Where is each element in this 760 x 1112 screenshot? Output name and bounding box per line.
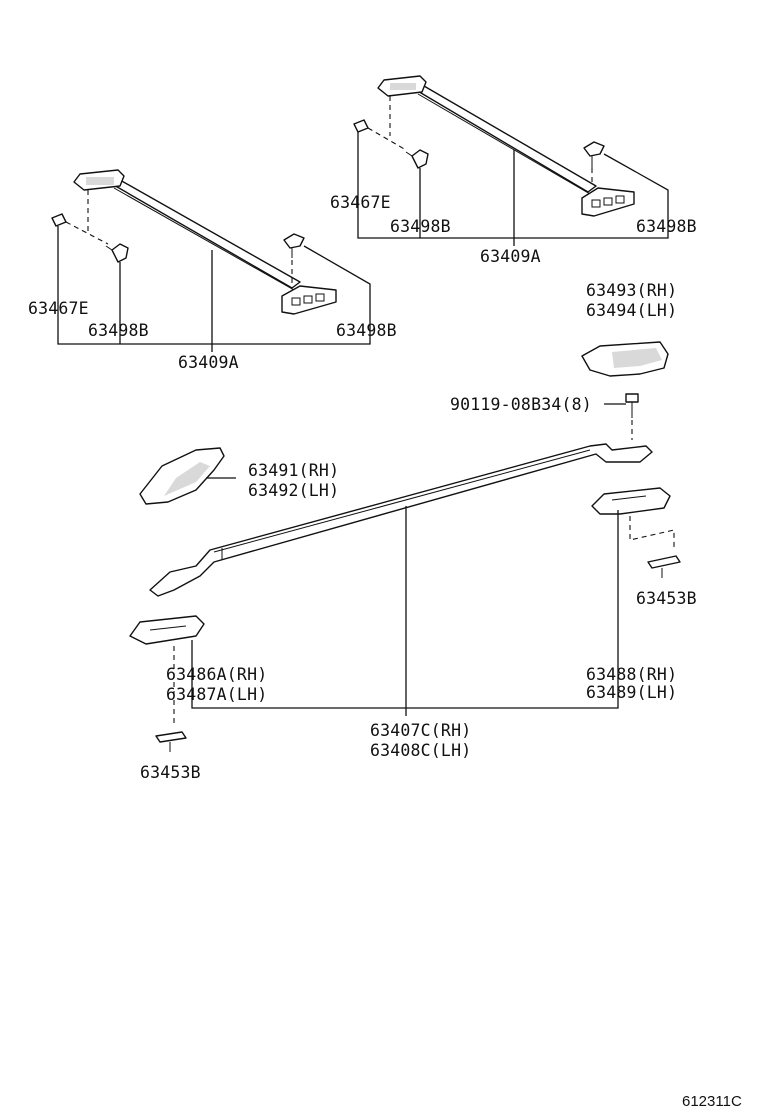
label-63493: 63493(RH) xyxy=(586,281,677,300)
cross-bar-right-end-mount-b xyxy=(581,187,635,217)
cross-bar-left-assembly xyxy=(51,169,371,352)
roof-rail-assembly xyxy=(129,341,681,752)
label-63494: 63494(LH) xyxy=(586,301,677,320)
label-63498b-right-2: 63498B xyxy=(636,217,697,236)
label-63409a-right: 63409A xyxy=(480,247,541,266)
rail-base-front xyxy=(129,615,205,645)
label-63492: 63492(LH) xyxy=(248,481,339,500)
knob-63498b-right-2 xyxy=(583,141,605,157)
roof-rail xyxy=(149,443,653,597)
label-63489: 63489(LH) xyxy=(586,683,677,702)
knob-63498b-right-1 xyxy=(411,149,429,169)
cross-bar-right-assembly xyxy=(353,75,669,246)
label-63453b-right: 63453B xyxy=(636,589,697,608)
cross-bar-left xyxy=(111,179,301,289)
label-63453b-left: 63453B xyxy=(140,763,201,782)
clip-63467e-right xyxy=(353,119,369,133)
rail-base-rear xyxy=(591,487,671,515)
label-63467e-right: 63467E xyxy=(330,193,391,212)
clip-63453b-right xyxy=(647,555,681,569)
label-63409a-left: 63409A xyxy=(178,353,239,372)
label-63486a: 63486A(RH) xyxy=(166,665,267,684)
diagram-reference-number: 612311C xyxy=(682,1093,742,1110)
label-63498b-left-2: 63498B xyxy=(336,321,397,340)
knob-63498b-left-2 xyxy=(283,233,305,249)
bolt-90119 xyxy=(625,393,639,418)
label-63498b-left-1: 63498B xyxy=(88,321,149,340)
label-63488: 63488(RH) xyxy=(586,665,677,684)
label-63407c: 63407C(RH) xyxy=(370,721,471,740)
cross-bar-right xyxy=(415,85,597,193)
label-63491: 63491(RH) xyxy=(248,461,339,480)
label-63487a: 63487A(LH) xyxy=(166,685,267,704)
label-63467e-left: 63467E xyxy=(28,299,89,318)
knob-63498b-left-1 xyxy=(111,243,129,263)
label-63498b-right-1: 63498B xyxy=(390,217,451,236)
clip-63467e-left xyxy=(51,213,67,227)
cross-bar-left-end-mount-b xyxy=(281,285,337,315)
clip-63453b-left xyxy=(155,731,187,743)
label-63408c: 63408C(LH) xyxy=(370,741,471,760)
label-90119: 90119-08B34(8) xyxy=(450,395,592,414)
